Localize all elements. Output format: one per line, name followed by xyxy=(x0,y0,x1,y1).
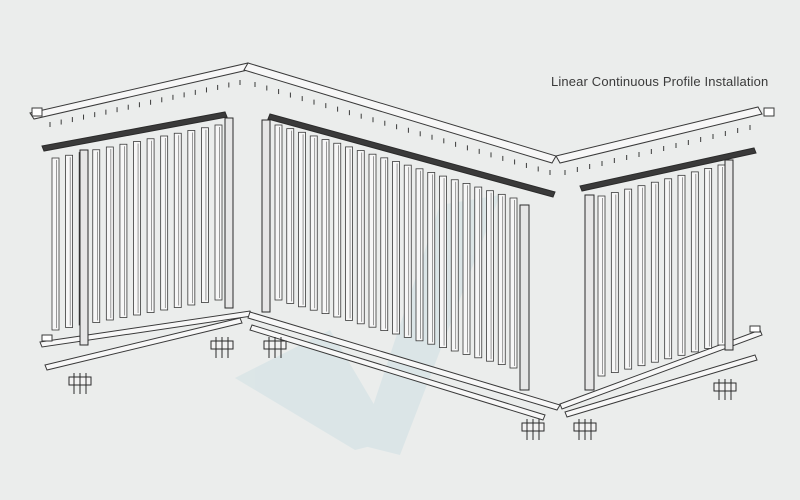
slat xyxy=(368,153,377,328)
slat xyxy=(704,168,713,349)
slat xyxy=(462,182,471,355)
diagram-title: Linear Continuous Profile Installation xyxy=(551,74,769,89)
bottom-base-rail xyxy=(39,310,763,421)
slat xyxy=(717,164,726,346)
slat xyxy=(51,157,60,331)
slat xyxy=(345,146,353,321)
slat xyxy=(187,130,196,306)
slat xyxy=(201,127,209,303)
slat xyxy=(298,131,306,308)
slat xyxy=(65,154,73,328)
top-screw-markers xyxy=(49,80,751,175)
slat xyxy=(160,135,169,311)
slat xyxy=(105,146,114,321)
slat xyxy=(650,181,659,363)
slat xyxy=(392,161,400,335)
left-wall-slats xyxy=(51,124,223,331)
slat xyxy=(214,124,223,301)
slat xyxy=(486,190,494,362)
slat xyxy=(677,174,686,356)
slat xyxy=(450,179,459,352)
slat xyxy=(403,164,412,338)
slat xyxy=(119,143,128,318)
slat xyxy=(690,171,699,353)
slat xyxy=(356,150,365,325)
slat xyxy=(497,193,506,366)
slat xyxy=(309,135,318,311)
slat xyxy=(173,132,182,308)
slat xyxy=(597,195,606,377)
end-brackets xyxy=(31,107,775,342)
slat xyxy=(415,168,424,342)
slat xyxy=(92,149,101,323)
slat xyxy=(333,142,342,318)
slat xyxy=(146,138,155,313)
slat xyxy=(637,185,646,367)
slat xyxy=(624,188,633,370)
corner-posts xyxy=(79,117,734,391)
slat xyxy=(474,186,483,359)
slat xyxy=(664,178,673,360)
top-channel-rail xyxy=(41,111,757,198)
top-cap-rail xyxy=(29,62,763,164)
slat xyxy=(380,157,389,332)
right-wall-slats xyxy=(597,164,726,377)
slat xyxy=(274,124,283,301)
slat xyxy=(509,197,518,369)
anchor-brackets xyxy=(68,337,737,440)
slat xyxy=(427,172,436,345)
slat xyxy=(321,139,330,315)
slat xyxy=(286,128,295,304)
slat xyxy=(610,192,619,373)
middle-wall-slats xyxy=(274,124,518,369)
slat xyxy=(133,141,141,316)
slat xyxy=(439,175,447,349)
